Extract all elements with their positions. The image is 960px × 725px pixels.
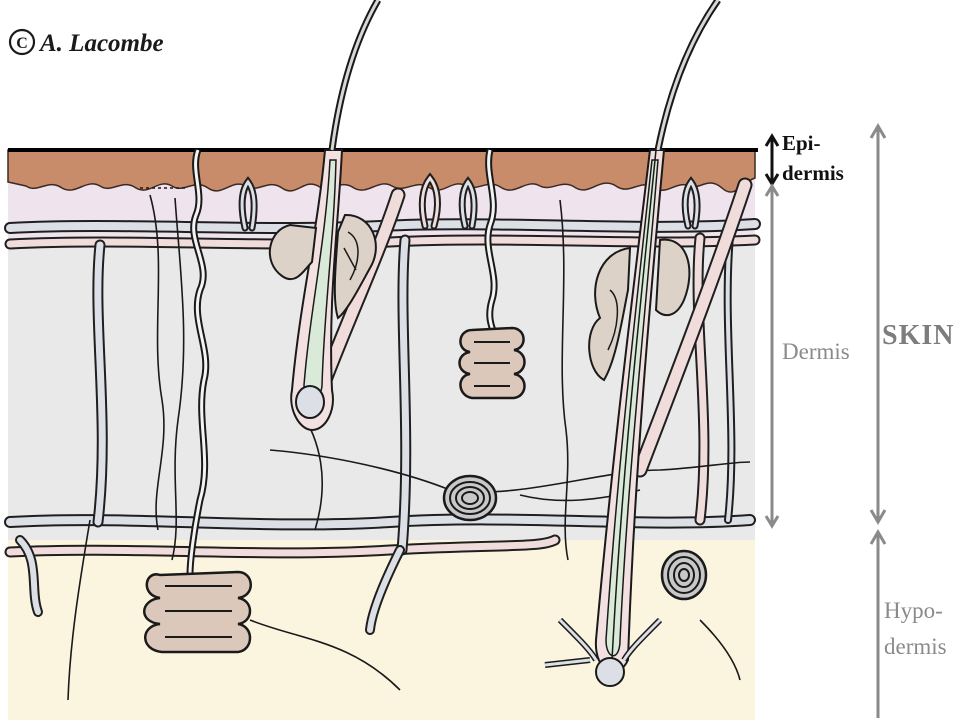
copyright-symbol-glyph: C	[16, 35, 28, 52]
arrector-pili-muscles	[317, 177, 753, 478]
hair-follicle-right	[544, 0, 721, 687]
layer-brackets	[764, 123, 887, 718]
dermis-bracket	[764, 183, 780, 529]
hypodermis-bracket	[869, 529, 887, 718]
label-hypodermis-line1: Hypo-	[884, 598, 943, 623]
label-dermis: Dermis	[782, 339, 850, 364]
hypodermis-layer	[8, 535, 755, 720]
label-hypodermis-line2: dermis	[884, 634, 947, 659]
copyright-notice: C A. Lacombe	[8, 28, 164, 57]
label-epidermis-line1: Epi-	[782, 131, 821, 155]
copyright-icon	[8, 28, 36, 56]
copyright-author: A. Lacombe	[38, 30, 164, 57]
epidermis-bracket	[764, 133, 780, 187]
label-skin: SKIN	[882, 320, 954, 351]
skin-bracket	[869, 123, 887, 525]
sweat-gland-deep	[143, 148, 252, 654]
pacinian-corpuscle-dermal	[442, 474, 498, 522]
pacinian-corpuscle-hypodermal	[660, 549, 708, 601]
sweat-gland-dermal	[458, 149, 526, 400]
hair-follicle-left	[268, 0, 382, 432]
label-epidermis-line2: dermis	[782, 161, 844, 185]
nerve-fibers	[67, 187, 751, 701]
